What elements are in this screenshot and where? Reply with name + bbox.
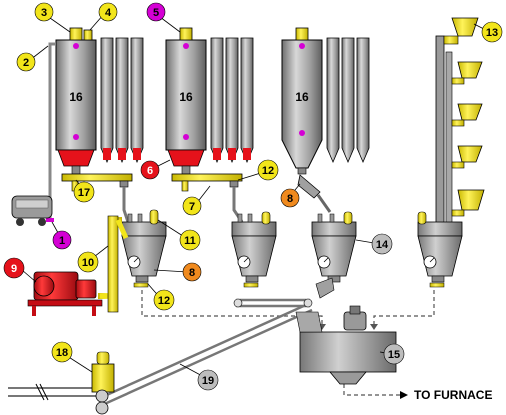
callout-2: 2 [16, 52, 36, 72]
bucket-elevator [435, 17, 485, 261]
small-silos-2 [210, 37, 254, 164]
callout-10-label: 10 [82, 257, 94, 269]
callout-5: 5 [146, 2, 166, 22]
callout-19: 19 [197, 369, 219, 391]
callout-15-label: 15 [388, 349, 400, 361]
elevator-bucket [451, 103, 483, 127]
callout-13: 13 [481, 21, 503, 43]
main-silo-1 [55, 39, 97, 151]
callout-8-lower: 8 [182, 262, 202, 282]
screw-conveyor-17 [61, 173, 133, 223]
callout-12-lower: 12 [153, 289, 175, 311]
weigh-hopper-4 [417, 211, 463, 288]
callout-7: 7 [182, 196, 202, 216]
callout-4: 4 [98, 2, 118, 22]
callout-2-label: 2 [23, 57, 29, 69]
small-silos-3 [326, 37, 370, 164]
feed-conveyor-18 [8, 351, 115, 415]
callout-9: 9 [3, 257, 25, 279]
callout-14: 14 [371, 233, 393, 255]
callout-4-label: 4 [105, 7, 112, 19]
callout-8-upper: 8 [280, 188, 300, 208]
callout-12-lower-label: 12 [158, 295, 170, 307]
furnace-label: TO FURNACE [414, 388, 492, 402]
callout-10: 10 [77, 251, 99, 273]
callout-3: 3 [34, 2, 54, 22]
belt-conveyor-19 [99, 277, 335, 408]
callout-18-label: 18 [56, 347, 68, 359]
furnace-arrow [400, 391, 408, 399]
callout-11: 11 [179, 229, 201, 251]
callout-9-label: 9 [11, 263, 17, 275]
callout-3-label: 3 [41, 7, 47, 19]
silo-group-1 [55, 27, 144, 175]
callout-17-label: 17 [78, 187, 90, 199]
callouts: 1 2 3 4 5 6 7 8 [3, 2, 503, 391]
callout-1-label: 1 [59, 235, 65, 247]
callout-6: 6 [140, 160, 160, 180]
main-silo-2 [165, 39, 207, 151]
weigh-hopper-2 [231, 211, 277, 288]
callout-7-label: 7 [189, 201, 195, 213]
mixer-15 [295, 305, 397, 385]
callout-18: 18 [51, 341, 73, 363]
silo-group-2 [165, 27, 254, 175]
callout-5-label: 5 [153, 7, 159, 19]
callout-8-upper-label: 8 [287, 193, 293, 205]
screw-conveyor-7 [171, 173, 244, 223]
callout-14-label: 14 [376, 239, 389, 251]
blower-package [27, 271, 103, 316]
silo-label-2: 16 [179, 90, 193, 104]
conveying-piping [98, 215, 129, 313]
callout-11-label: 11 [184, 235, 196, 247]
callout-17: 17 [73, 181, 95, 203]
callout-13-label: 13 [486, 27, 498, 39]
callout-8-lower-label: 8 [189, 267, 195, 279]
callout-1: 1 [52, 230, 72, 250]
pneumatic-fill-line [46, 42, 56, 222]
callout-19-label: 19 [202, 375, 214, 387]
elevator-bucket [451, 61, 483, 85]
elevator-bucket [443, 17, 479, 45]
elevator-bucket [451, 145, 483, 169]
weigh-hopper-1 [121, 209, 167, 288]
tanker-truck [11, 195, 53, 226]
weigh-hopper-3 [311, 211, 357, 283]
callout-15: 15 [383, 343, 405, 365]
silo-group-3 [281, 27, 370, 213]
callout-6-label: 6 [147, 165, 153, 177]
small-silos-1 [100, 37, 144, 164]
silo-label-3: 16 [295, 90, 309, 104]
callout-12-upper-label: 12 [262, 165, 274, 177]
discharge-lines [141, 290, 435, 396]
main-silo-3 [281, 39, 323, 169]
silo-label-1: 16 [69, 90, 83, 104]
elevator-bucket [451, 189, 485, 217]
callout-12-upper: 12 [257, 159, 279, 181]
